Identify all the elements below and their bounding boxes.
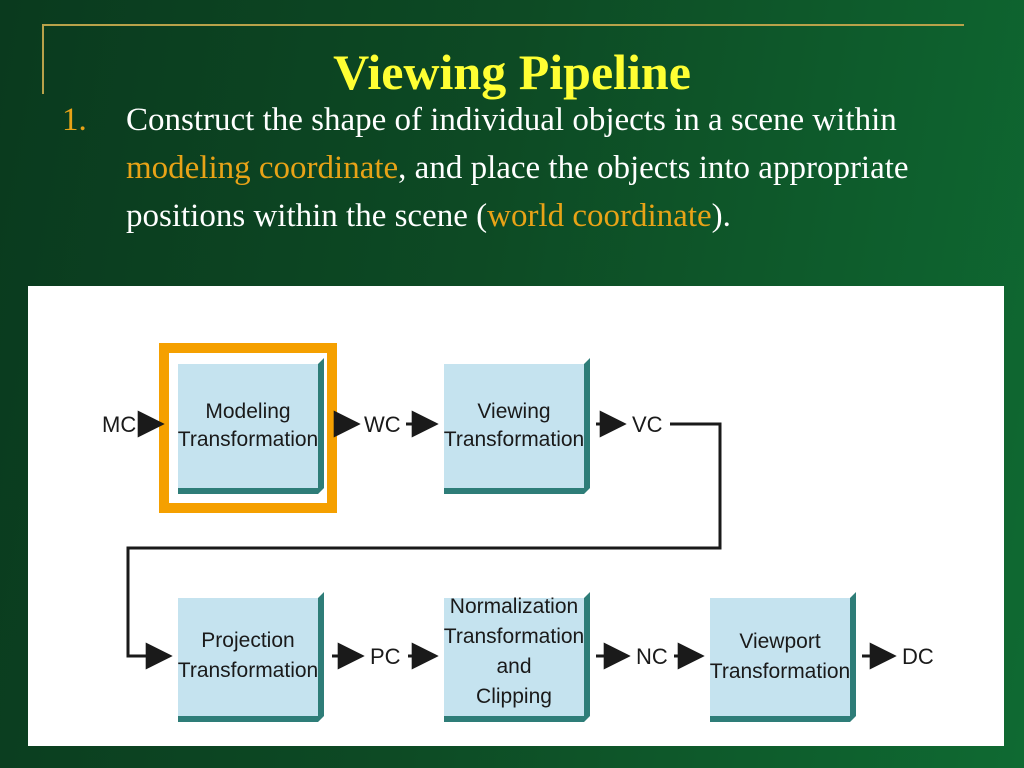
normalization-label-line2: Transformation (444, 625, 584, 648)
viewing-label-line2: Transformation (444, 428, 584, 451)
coord-wc-label: WC (364, 412, 401, 437)
term-world-coordinate: world coordinate (487, 198, 712, 234)
viewport-label-line2: Transformation (710, 660, 850, 683)
connector-vc-to-projection (126, 422, 722, 670)
viewing-label-line1: Viewing (477, 400, 550, 423)
item-number: 1. (62, 102, 87, 138)
coord-mc-label: MC (102, 412, 136, 437)
box-normalization-transformation-clipping: Normalization Transformation and Clippin… (444, 592, 590, 722)
box-viewing-transformation: Viewing Transformation (444, 358, 590, 494)
pipeline-figure: Modeling Transformation Viewing Transfor… (28, 286, 1004, 746)
box-viewport-transformation: Viewport Transformation (710, 592, 856, 722)
item-text-part1: Construct the shape of individual object… (126, 102, 897, 138)
pipeline-diagram: Modeling Transformation Viewing Transfor… (102, 343, 934, 722)
box-modeling-transformation: Modeling Transformation (178, 358, 324, 494)
modeling-label-line1: Modeling (205, 400, 290, 423)
term-modeling-coordinate: modeling coordinate (126, 150, 399, 186)
projection-label-line1: Projection (201, 629, 294, 652)
coord-vc-label: VC (632, 412, 663, 437)
normalization-label-line4: Clipping (476, 685, 552, 708)
item-text-part3: ). (711, 198, 731, 234)
normalization-label-line1: Normalization (450, 595, 578, 618)
box-projection-transformation: Projection Transformation (178, 592, 324, 722)
coord-nc-label: NC (636, 644, 668, 669)
item-text: Construct the shape of individual object… (126, 96, 1006, 240)
modeling-label-line2: Transformation (178, 428, 318, 451)
coord-pc-label: PC (370, 644, 401, 669)
slide-title: Viewing Pipeline (333, 44, 691, 100)
projection-label-line2: Transformation (178, 659, 318, 682)
viewport-label-line1: Viewport (739, 630, 820, 653)
frame-line-top (42, 24, 964, 26)
frame-line-left (42, 24, 44, 94)
item-text-part2: , and place the objects into appropriate… (126, 150, 909, 234)
normalization-label-line3: and (496, 655, 531, 678)
coord-dc-label: DC (902, 644, 934, 669)
